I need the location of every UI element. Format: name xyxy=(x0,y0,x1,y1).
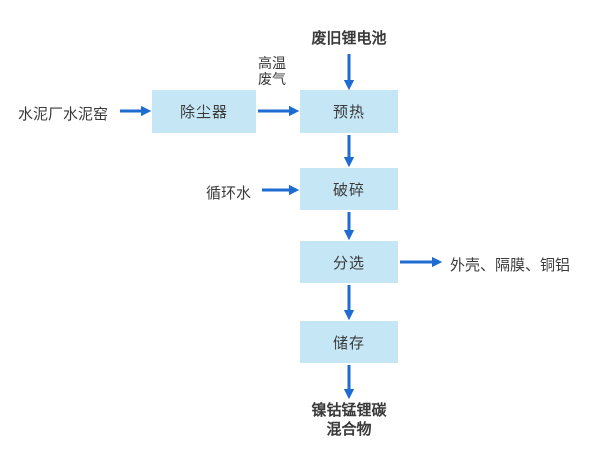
label-product: 镍钴锰锂碳 混合物 xyxy=(269,401,429,439)
node-sort: 分选 xyxy=(300,241,398,283)
node-storage-label: 储存 xyxy=(332,334,365,352)
label-sort-output: 外壳、隔膜、铜铝 xyxy=(450,257,571,274)
node-sort-label: 分选 xyxy=(332,254,365,272)
label-hot-gas: 高温 废气 xyxy=(258,55,298,87)
label-battery-input: 废旧锂电池 xyxy=(311,30,387,47)
label-cement-kiln: 水泥厂水泥窑 xyxy=(18,106,109,123)
node-dust-collector: 除尘器 xyxy=(152,90,256,133)
label-circulating-water: 循环水 xyxy=(206,185,252,202)
label-hot-gas-line1: 高温 xyxy=(258,55,286,71)
node-dust-collector-label: 除尘器 xyxy=(179,104,228,121)
node-preheat-label: 预热 xyxy=(332,104,365,121)
label-product-line2: 混合物 xyxy=(326,421,372,438)
label-product-line1: 镍钴锰锂碳 xyxy=(311,402,387,419)
node-storage: 储存 xyxy=(300,321,398,363)
node-crush-label: 破碎 xyxy=(332,181,365,199)
node-crush: 破碎 xyxy=(300,168,398,210)
label-hot-gas-line2: 废气 xyxy=(258,71,286,87)
node-preheat: 预热 xyxy=(300,90,398,133)
